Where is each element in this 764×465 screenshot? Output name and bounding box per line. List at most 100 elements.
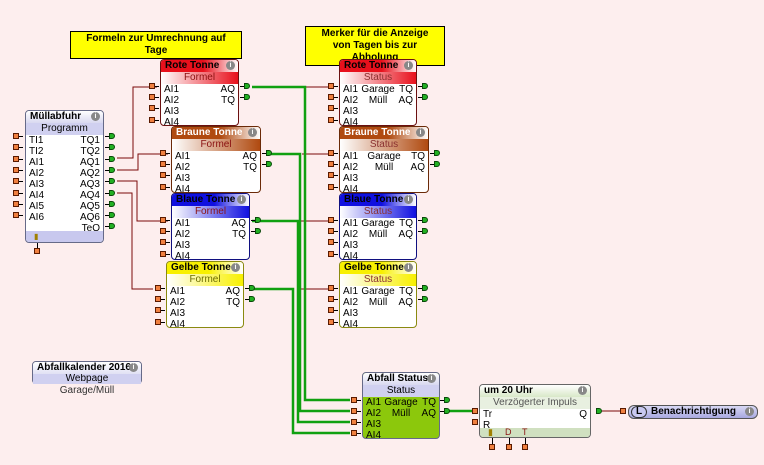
info-icon[interactable]: i bbox=[404, 263, 413, 272]
info-icon[interactable]: i bbox=[404, 61, 413, 70]
input-pin[interactable] bbox=[328, 318, 334, 325]
info-icon[interactable]: i bbox=[578, 386, 587, 395]
output-pin[interactable] bbox=[266, 150, 272, 156]
output-pin[interactable] bbox=[434, 161, 440, 168]
input-pin[interactable] bbox=[149, 83, 155, 89]
info-icon[interactable]: i bbox=[231, 263, 240, 272]
program-input-pin[interactable] bbox=[13, 133, 19, 139]
program-input-pin[interactable] bbox=[13, 155, 19, 162]
input-pin[interactable] bbox=[155, 307, 161, 314]
input-pin[interactable] bbox=[328, 307, 334, 314]
abfall-input-pin[interactable] bbox=[351, 408, 357, 414]
info-icon[interactable]: i bbox=[129, 363, 138, 372]
program-output-pin[interactable] bbox=[109, 178, 115, 185]
info-icon[interactable]: i bbox=[91, 112, 100, 121]
program-output-pin[interactable] bbox=[109, 212, 115, 219]
abfall-input-pin[interactable] bbox=[351, 430, 357, 436]
delay-param-t-pin[interactable] bbox=[522, 444, 528, 450]
input-pin[interactable] bbox=[160, 150, 166, 156]
info-icon[interactable]: i bbox=[237, 195, 246, 204]
info-icon[interactable]: i bbox=[248, 128, 257, 137]
input-pin[interactable] bbox=[328, 217, 334, 223]
output-pin[interactable] bbox=[422, 296, 428, 303]
info-icon[interactable]: i bbox=[427, 374, 436, 383]
program-input-pin[interactable] bbox=[13, 166, 19, 173]
input-pin[interactable] bbox=[160, 239, 166, 246]
info-icon[interactable]: i bbox=[226, 61, 235, 70]
input-pin[interactable] bbox=[328, 239, 334, 246]
output-pin[interactable] bbox=[266, 161, 272, 168]
input-pin[interactable] bbox=[328, 172, 334, 179]
output-pin[interactable] bbox=[422, 94, 428, 101]
input-pin[interactable] bbox=[155, 318, 161, 325]
delay-param-d-pin[interactable] bbox=[506, 444, 512, 450]
input-pin[interactable] bbox=[328, 83, 334, 89]
notify-input-pin[interactable] bbox=[620, 408, 626, 414]
info-icon[interactable]: i bbox=[404, 195, 413, 204]
input-pin[interactable] bbox=[149, 105, 155, 112]
info-icon[interactable]: i bbox=[745, 407, 754, 416]
output-pin[interactable] bbox=[249, 296, 255, 303]
input-pin[interactable] bbox=[328, 161, 334, 168]
program-output-pin[interactable] bbox=[109, 223, 115, 230]
input-pin[interactable] bbox=[328, 250, 334, 257]
input-pin[interactable] bbox=[149, 94, 155, 101]
program-output-pin[interactable] bbox=[109, 133, 115, 139]
delay-output-q-pin[interactable] bbox=[596, 408, 602, 414]
program-param-pin[interactable] bbox=[34, 248, 40, 254]
delay-input-tr-pin[interactable] bbox=[472, 408, 478, 414]
program-input-pin[interactable] bbox=[13, 200, 19, 207]
notification-block[interactable]: L Benachrichtigung i bbox=[628, 405, 758, 419]
input-pin[interactable] bbox=[155, 296, 161, 303]
output-pin[interactable] bbox=[255, 217, 261, 223]
program-output-pin[interactable] bbox=[109, 189, 115, 196]
output-pin[interactable] bbox=[244, 83, 250, 89]
output-pin[interactable] bbox=[244, 94, 250, 101]
abfall-output-pin[interactable] bbox=[444, 408, 450, 414]
input-pin[interactable] bbox=[160, 183, 166, 190]
output-pin[interactable] bbox=[422, 217, 428, 223]
abfall-output-pin[interactable] bbox=[444, 397, 450, 403]
webpage-block-abfallkalender[interactable]: Abfallkalender 2016 i Webpage bbox=[32, 361, 142, 384]
abfall-input-pin[interactable] bbox=[351, 397, 357, 403]
program-output-pin[interactable] bbox=[109, 155, 115, 162]
input-pin[interactable] bbox=[328, 296, 334, 303]
program-input-pin[interactable] bbox=[13, 212, 19, 219]
input-pin[interactable] bbox=[160, 172, 166, 179]
input-pin[interactable] bbox=[160, 250, 166, 257]
input-pin[interactable] bbox=[328, 94, 334, 101]
input-pin[interactable] bbox=[149, 116, 155, 123]
input-pin[interactable] bbox=[155, 285, 161, 291]
program-input-pin[interactable] bbox=[13, 144, 19, 151]
input-pin[interactable] bbox=[328, 116, 334, 123]
input-pin[interactable] bbox=[328, 150, 334, 156]
output-pin[interactable] bbox=[434, 150, 440, 156]
input-pin[interactable] bbox=[160, 161, 166, 168]
program-output-pin[interactable] bbox=[109, 166, 115, 173]
output-pin[interactable] bbox=[422, 83, 428, 89]
program-input-pin[interactable] bbox=[13, 189, 19, 196]
info-icon[interactable]: i bbox=[416, 128, 425, 137]
output-pin[interactable] bbox=[255, 228, 261, 235]
output-pin[interactable] bbox=[422, 228, 428, 235]
input-pin[interactable] bbox=[328, 183, 334, 190]
program-output-pin[interactable] bbox=[109, 144, 115, 151]
program-output-pin[interactable] bbox=[109, 200, 115, 207]
delay-param-battery-pin[interactable] bbox=[489, 444, 495, 450]
input-pin[interactable] bbox=[160, 228, 166, 235]
input-pin[interactable] bbox=[328, 228, 334, 235]
output-pin[interactable] bbox=[249, 285, 255, 291]
input-pin[interactable] bbox=[328, 285, 334, 291]
program-input-pin[interactable] bbox=[13, 178, 19, 185]
delay-input-r-pin[interactable] bbox=[472, 419, 478, 425]
